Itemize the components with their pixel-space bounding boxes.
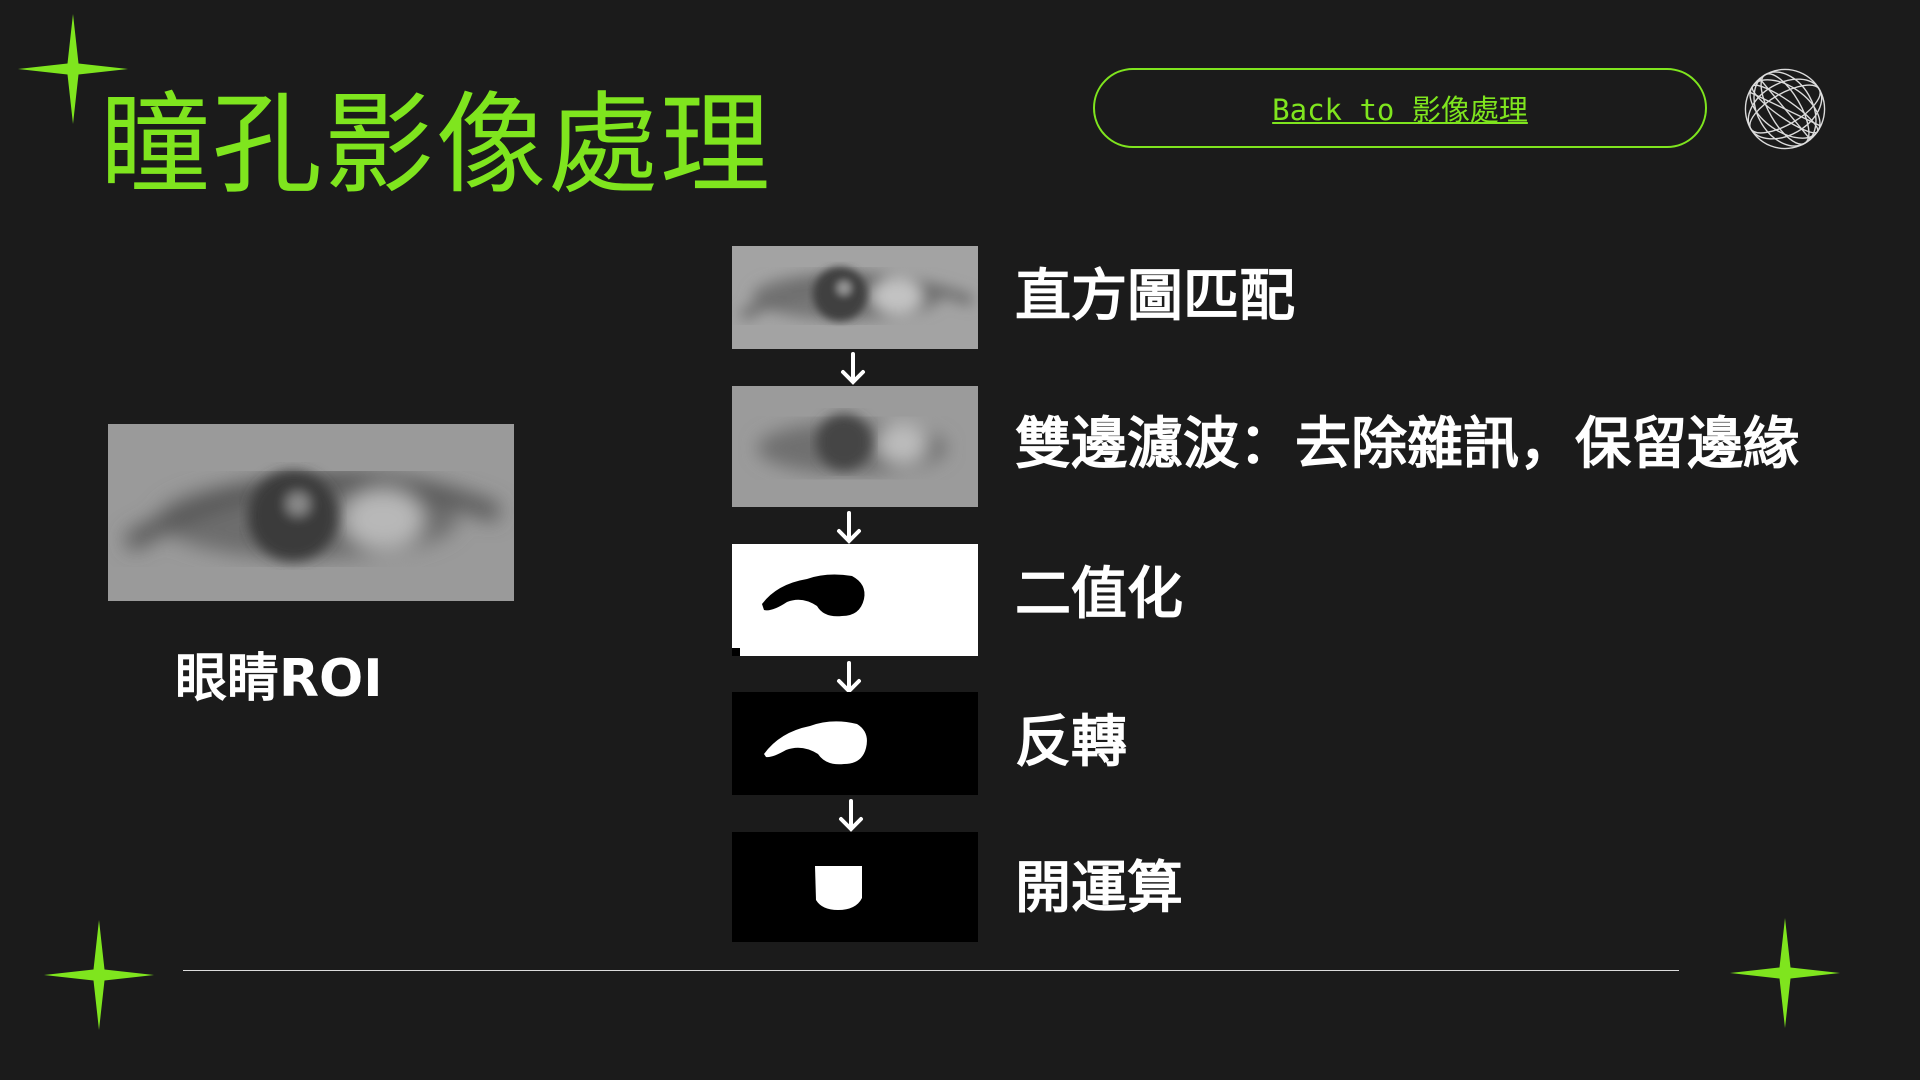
step-image-bilateral-filtered: [732, 386, 978, 507]
sparkle-icon-bottom-right: [1730, 918, 1840, 1028]
step-label-inversion: 反轉: [1015, 710, 1127, 775]
wireframe-globe-icon: [1744, 68, 1826, 150]
step-label-histogram-matching: 直方圖匹配: [1015, 264, 1295, 329]
step-image-opened: [732, 832, 978, 942]
page-title: 瞳孔影像處理: [100, 81, 772, 209]
step-image-binarized: [732, 544, 978, 656]
back-to-image-processing-link[interactable]: Back to 影像處理: [1093, 68, 1707, 148]
down-arrow-icon: [841, 352, 865, 385]
step-image-histogram-matched: [732, 246, 978, 349]
down-arrow-icon: [837, 661, 861, 694]
step-label-opening: 開運算: [1015, 856, 1183, 921]
sparkle-icon-bottom-left: [44, 920, 154, 1030]
step-label-binarization: 二值化: [1015, 562, 1183, 627]
down-arrow-icon: [839, 799, 863, 832]
step-label-bilateral-filter: 雙邊濾波：去除雜訊，保留邊緣: [1015, 412, 1799, 477]
bottom-divider: [183, 970, 1679, 971]
sparkle-icon-top-left: [18, 14, 128, 124]
step-image-inverted: [732, 692, 978, 795]
eye-roi-label: 眼睛ROI: [175, 649, 383, 709]
eye-roi-image: [108, 424, 514, 601]
down-arrow-icon: [837, 511, 861, 544]
